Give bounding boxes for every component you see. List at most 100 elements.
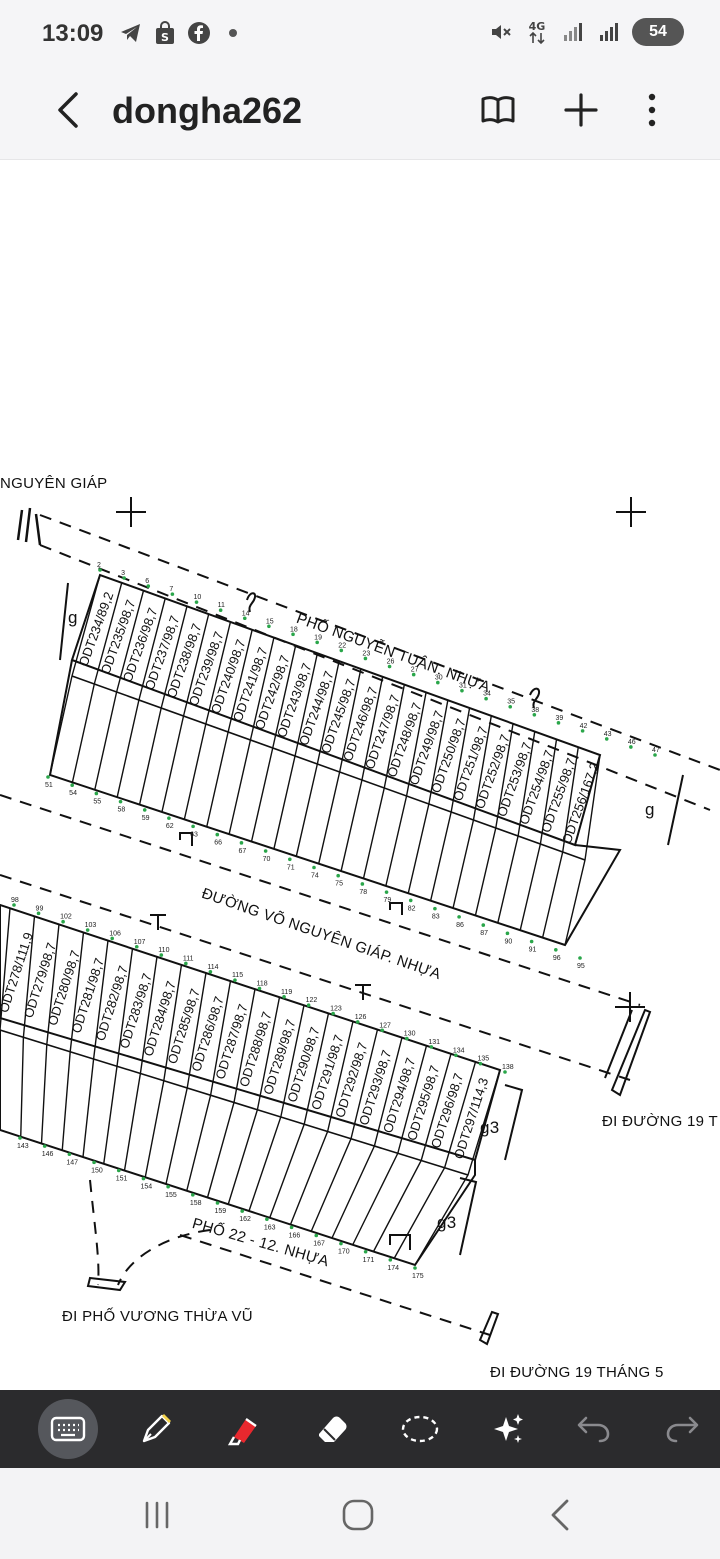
survey-point-marker (215, 832, 220, 837)
survey-point-label: 38 (531, 707, 539, 714)
lot-divider (61, 932, 85, 1151)
lot-divider (372, 1053, 452, 1252)
survey-point-label: 151 (116, 1176, 128, 1183)
pen-tool[interactable] (126, 1399, 186, 1459)
recent-apps-icon (145, 1501, 169, 1529)
eraser-tool[interactable] (302, 1399, 362, 1459)
redo-button[interactable] (652, 1399, 712, 1459)
survey-point-marker (12, 903, 16, 907)
gap-label-g3-upper: g3 (480, 1118, 500, 1137)
add-page-button[interactable] (557, 86, 605, 134)
road-dashed-line (89, 1179, 100, 1286)
survey-point-marker (85, 928, 90, 932)
survey-point-label: 83 (432, 914, 440, 921)
survey-point-marker (36, 911, 41, 916)
lasso-tool[interactable] (390, 1399, 450, 1459)
survey-point-label: 63 (190, 831, 198, 838)
notification-icons: S (118, 20, 246, 46)
ink-marker (355, 984, 371, 1000)
survey-point-label: 158 (190, 1200, 202, 1207)
lot-labels: ODT234/89,2ODT235/98,7ODT236/98,7ODT237/… (0, 590, 602, 1161)
ai-sparkle-icon (494, 1414, 523, 1443)
cadastral-plan: ODT234/89,2ODT235/98,7ODT236/98,7ODT237/… (0, 497, 720, 1346)
road-dashed-line (0, 874, 631, 1081)
back-button[interactable] (44, 86, 92, 134)
survey-point-marker (167, 816, 171, 820)
survey-point-label: 110 (158, 947, 169, 954)
survey-point-marker (70, 783, 74, 788)
lot-divider (452, 715, 492, 909)
survey-point-label: 43 (604, 731, 612, 738)
undo-button[interactable] (564, 1399, 624, 1459)
survey-point-marker (433, 906, 437, 911)
survey-point-marker (315, 640, 319, 645)
survey-point-label: 98 (11, 897, 19, 904)
survey-point-label: 102 (60, 914, 72, 921)
lot-divider (289, 1021, 354, 1225)
survey-point-marker (134, 944, 139, 949)
highlighter-tool[interactable] (214, 1399, 274, 1459)
gap-label-left: g (68, 608, 78, 627)
survey-point-label: 159 (215, 1208, 227, 1215)
ai-assist-tool[interactable] (478, 1399, 538, 1459)
survey-point-label: 135 (477, 1056, 489, 1063)
survey-point-label: 10 (194, 594, 202, 601)
survey-point-marker (166, 1184, 170, 1189)
survey-point-label: 79 (384, 897, 392, 904)
ink-marker (529, 687, 540, 709)
survey-point-label: 67 (238, 848, 246, 855)
survey-point-marker (240, 1209, 244, 1213)
keyboard-tool[interactable] (38, 1399, 98, 1459)
survey-point-marker (481, 923, 486, 927)
survey-point-label: 130 (404, 1031, 416, 1038)
lot-divider (269, 1013, 330, 1218)
survey-point-label: 58 (118, 807, 126, 814)
survey-point-marker (529, 939, 534, 944)
back-nav-button[interactable] (535, 1490, 585, 1540)
survey-point-marker (291, 632, 295, 637)
survey-point-marker (306, 1003, 311, 1007)
home-button[interactable] (333, 1490, 383, 1540)
direction-arrow (478, 1310, 500, 1346)
eraser-icon (319, 1416, 347, 1442)
shopping-bag-icon: S (152, 20, 178, 46)
survey-point-marker (233, 978, 237, 982)
survey-point-label: 162 (239, 1216, 251, 1223)
survey-point-label: 123 (330, 1006, 342, 1013)
survey-point-label: 154 (140, 1184, 152, 1191)
survey-point-marker (46, 775, 50, 779)
lot-divider (414, 1069, 501, 1266)
survey-point-label: 143 (17, 1143, 29, 1150)
survey-point-label: 118 (257, 981, 268, 988)
undo-icon (577, 1416, 610, 1443)
battery-level: 54 (649, 23, 667, 40)
survey-point-marker (629, 745, 633, 749)
ink-marker (246, 592, 257, 613)
lot-divider (206, 988, 256, 1198)
gap-label-right: g (645, 800, 655, 819)
recent-apps-button[interactable] (132, 1490, 182, 1540)
crosshair-marker (116, 497, 146, 527)
survey-point-label: 122 (306, 997, 318, 1004)
survey-point-marker (18, 1136, 22, 1140)
more-options-button[interactable] (628, 86, 676, 134)
survey-point-marker (405, 1036, 409, 1041)
survey-point-label: 166 (289, 1232, 301, 1239)
survey-point-marker (218, 608, 223, 613)
lot-divider (71, 582, 123, 783)
lot-divider (273, 653, 319, 850)
survey-point-marker (191, 824, 195, 829)
survey-point-label: 146 (42, 1151, 54, 1158)
survey-point-marker (436, 680, 440, 685)
survey-point-marker (339, 648, 344, 653)
survey-point-label: 6 (145, 578, 149, 585)
lot-divider (82, 940, 109, 1158)
survey-point-marker (141, 1176, 146, 1181)
survey-point-marker (191, 1193, 195, 1197)
survey-point-marker (257, 986, 262, 991)
status-bar: 13:09 S 4G 54 (0, 0, 720, 68)
survey-point-label: 47 (652, 747, 660, 754)
reading-mode-button[interactable] (474, 86, 522, 134)
status-time: 13:09 (42, 20, 104, 47)
